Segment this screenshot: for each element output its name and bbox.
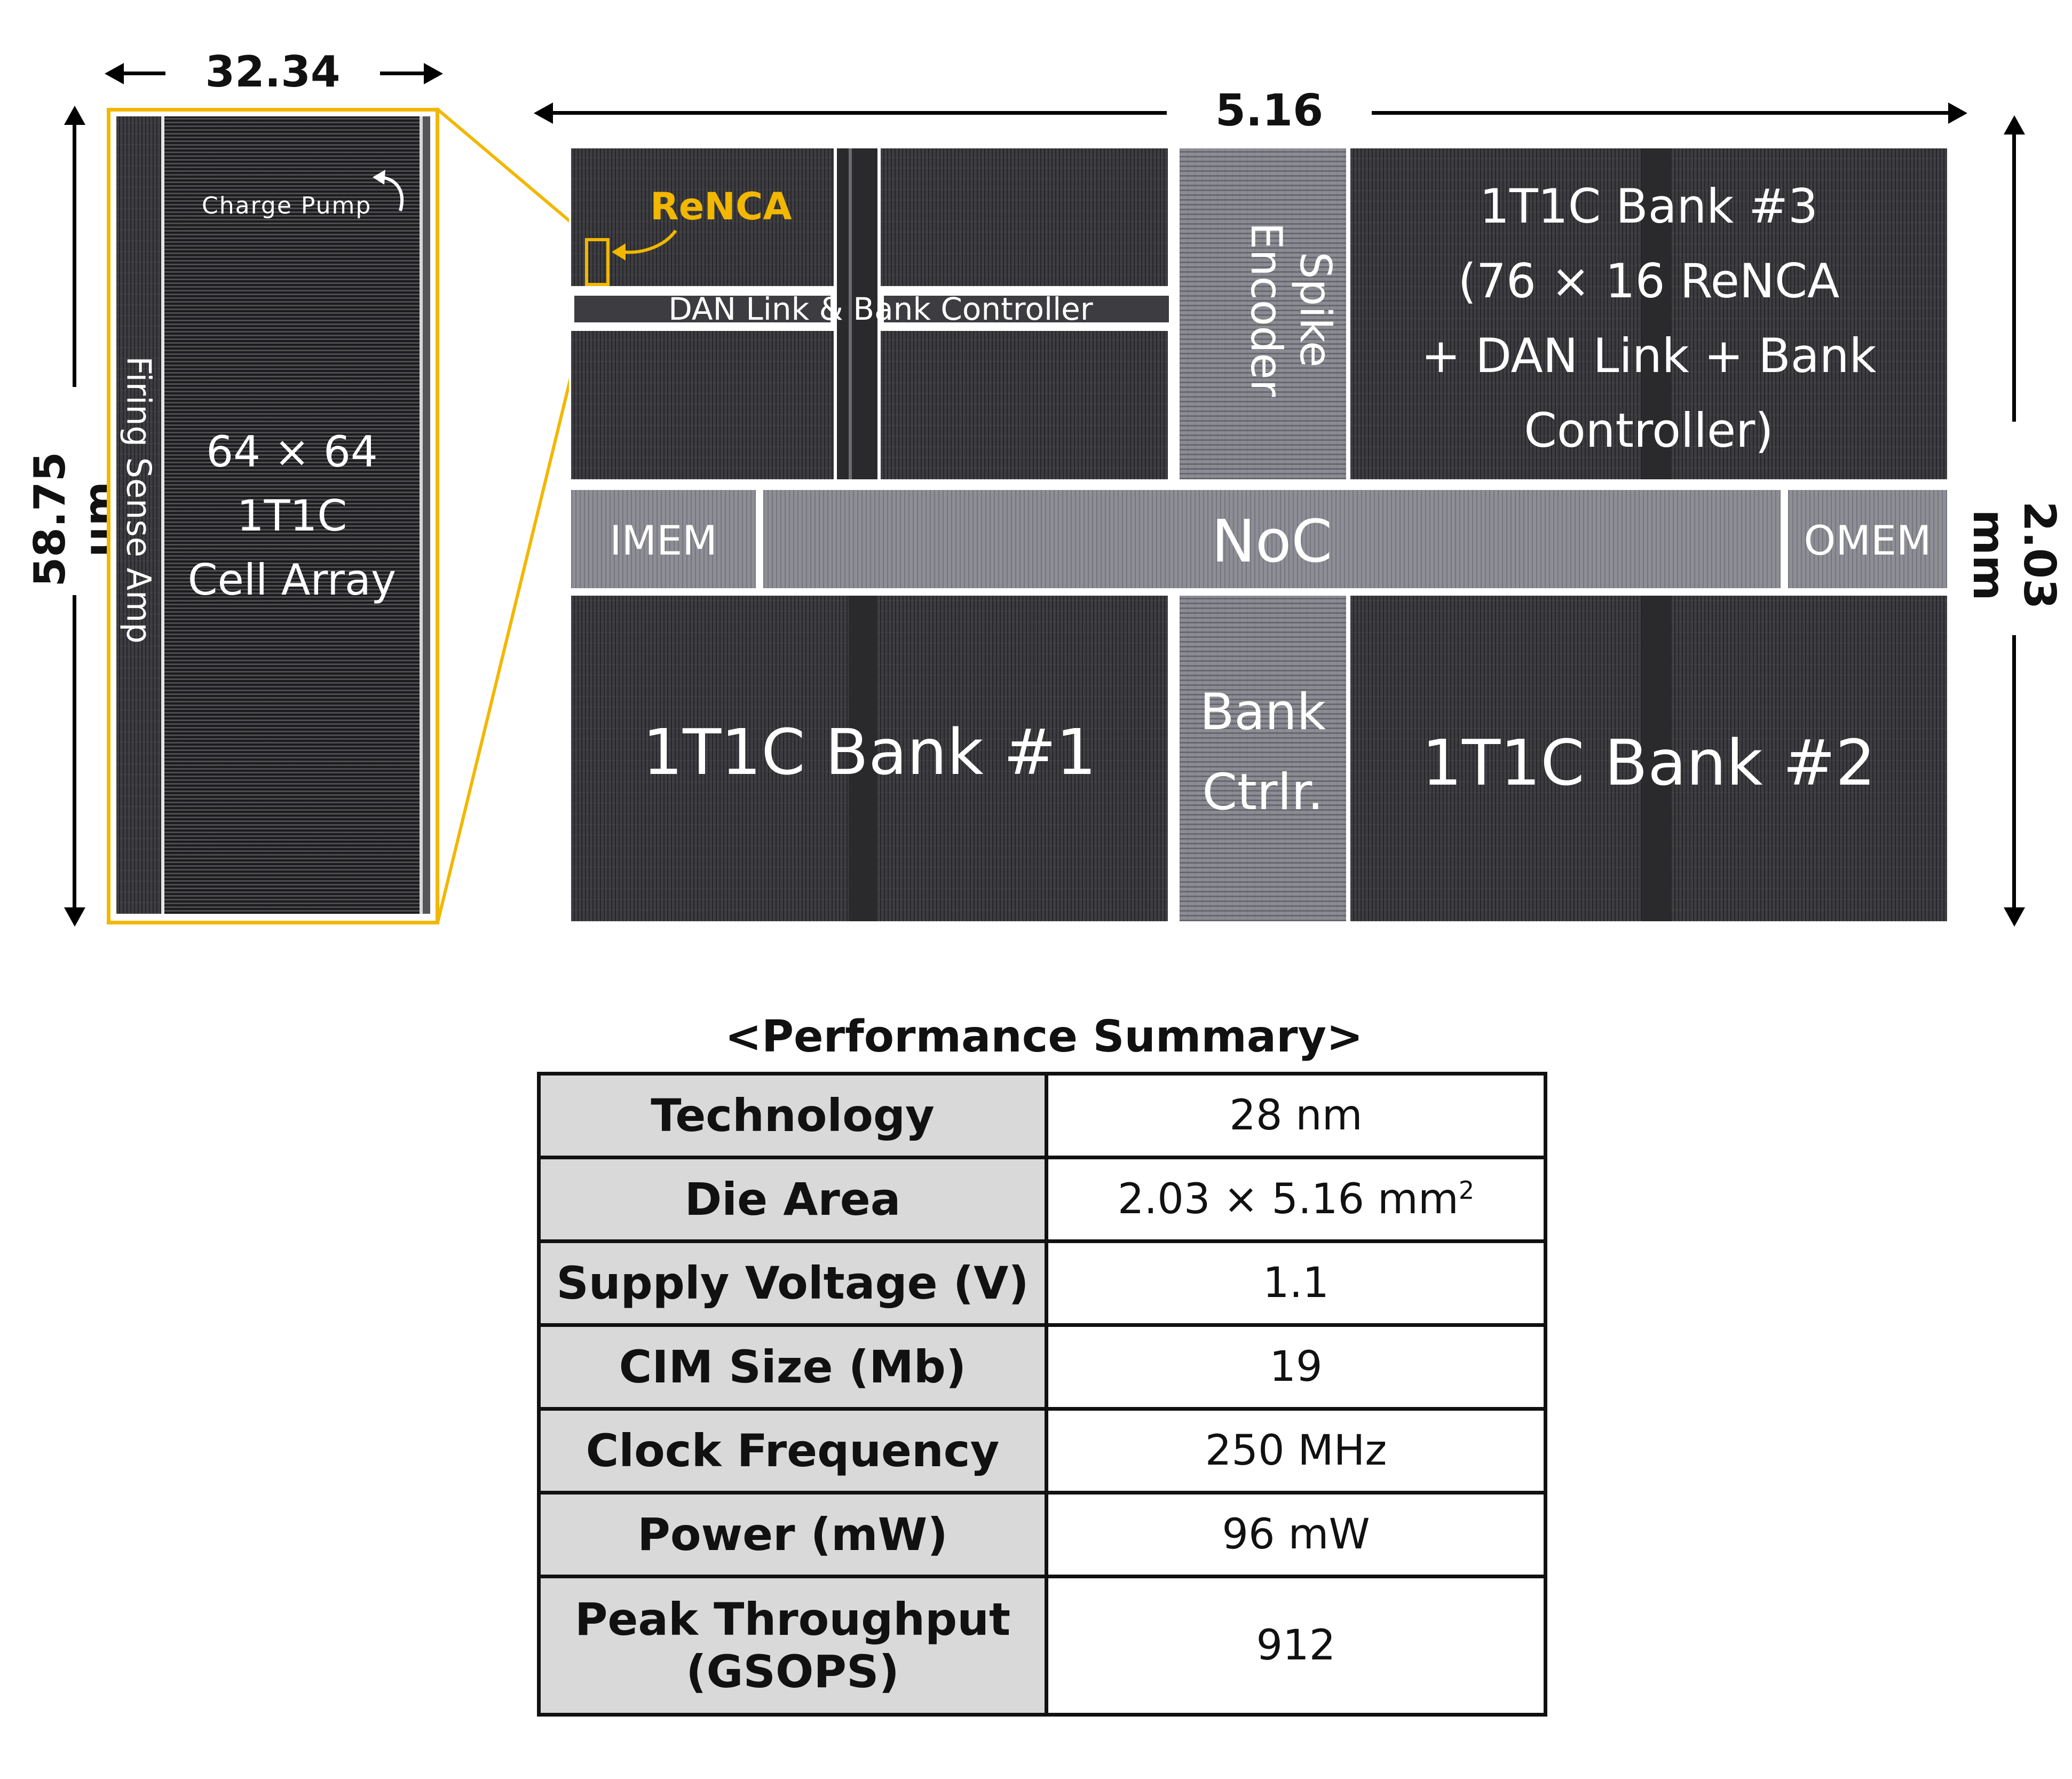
renca-arrow-icon: [612, 230, 677, 260]
bank-ctrl-line1: Bank: [1199, 683, 1326, 741]
charge-pump-label: Charge Pump: [202, 192, 372, 219]
bank3-line4: Controller): [1524, 403, 1774, 458]
dan-link-label: DAN Link & Bank Controller: [668, 291, 1093, 327]
die-width-arrow-right: [1948, 102, 1967, 124]
tl-mid-column: [837, 148, 877, 479]
row-value: 96 mW: [1045, 1491, 1547, 1578]
array-label-line1: 64 × 64: [206, 427, 378, 477]
row-value: 1.1: [1045, 1239, 1547, 1327]
omem-label: OMEM: [1804, 517, 1932, 564]
summary-title: <Performance Summary>: [725, 1011, 1363, 1062]
bank1-label: 1T1C Bank #1: [643, 715, 1096, 789]
zoom-width-line-right: [380, 72, 426, 75]
noc-block: [760, 490, 1784, 588]
table-row: Supply Voltage (V) 1.1: [537, 1239, 1547, 1327]
die-height-line-bottom: [2012, 635, 2016, 910]
zoom-width-arrow-left: [105, 63, 124, 84]
table-row: Die Area 2.03 × 5.16 mm2: [537, 1156, 1547, 1243]
array-label-line3: Cell Array: [187, 555, 397, 605]
noc-label: NoC: [1211, 507, 1333, 575]
renca-box: [585, 238, 610, 286]
array-label-line2: 1T1C: [236, 491, 347, 541]
spike-encoder-line2: Encoder: [1241, 222, 1291, 397]
dan-link-bar-right: [881, 292, 1172, 326]
cell-array: [164, 116, 420, 914]
table-row: Clock Frequency 250 MHz: [537, 1407, 1547, 1495]
zoom-height-arrow-down: [64, 907, 85, 927]
die-width-line-right: [1372, 111, 1948, 115]
table-row: Technology 28 nm: [537, 1072, 1547, 1159]
row-value: 28 nm: [1045, 1072, 1547, 1159]
table-row: CIM Size (Mb) 19: [537, 1323, 1547, 1411]
summary-table: Technology 28 nm Die Area 2.03 × 5.16 mm…: [537, 1072, 1547, 1717]
row-value: 912: [1045, 1575, 1547, 1717]
row-key: Power (mW): [537, 1491, 1048, 1578]
renca-label: ReNCA: [650, 185, 792, 228]
imem-label: IMEM: [610, 517, 717, 564]
die-height-arrow-down: [2004, 907, 2025, 927]
row-key: Clock Frequency: [537, 1407, 1048, 1495]
array-edge-dark: [423, 116, 430, 914]
die-width-line-left: [553, 111, 1167, 115]
array-edge-light: [420, 116, 423, 914]
bank2-label: 1T1C Bank #2: [1422, 726, 1876, 800]
row-value: 250 MHz: [1045, 1407, 1547, 1495]
die-width-arrow-left: [534, 102, 553, 124]
bank1-column: [849, 596, 877, 921]
bank-ctrl-block: [1180, 596, 1346, 921]
sense-amp-strip: [116, 116, 161, 914]
bank3-line2: (76 × 16 ReNCA: [1458, 254, 1840, 309]
row-key: Die Area: [537, 1156, 1048, 1243]
zoom-height-line-top: [73, 123, 76, 387]
row-key-line2: (GSOPS): [686, 1646, 899, 1698]
imem-block: [571, 490, 756, 588]
bank-ctrl-line2: Ctrlr.: [1202, 763, 1324, 821]
die-height-label: 2.03 mm: [1963, 501, 2065, 610]
omem-block: [1788, 490, 1947, 588]
tl-block-a: [571, 148, 834, 286]
row-key: Supply Voltage (V): [537, 1239, 1048, 1327]
charge-pump-arrow-icon: [373, 170, 404, 211]
tl-block-d: [881, 331, 1168, 479]
row-key: Technology: [537, 1072, 1048, 1159]
strip-divider: [161, 116, 164, 914]
tl-block-b: [571, 331, 834, 479]
table-row: Power (mW) 96 mW: [537, 1491, 1547, 1578]
zoom-height-arrow-up: [64, 106, 85, 125]
bank2-column: [1642, 596, 1671, 921]
zoom-width-line-left: [122, 72, 165, 75]
zoom-height-line-bottom: [73, 595, 76, 910]
row-value-cell: 2.03 × 5.16 mm2: [1045, 1156, 1547, 1243]
row-value: 2.03 × 5.16 mm: [1117, 1175, 1459, 1223]
tl-block-c: [881, 148, 1168, 286]
bank3-line1: 1T1C Bank #3: [1480, 179, 1818, 234]
dan-link-bar-left: [571, 292, 834, 326]
spike-encoder-text-wrap: Spike Encoder: [1180, 149, 1340, 470]
tl-mid-column-line: [849, 148, 852, 479]
spike-encoder: [1180, 148, 1346, 479]
bank3-line3: + DAN Link + Bank: [1421, 328, 1877, 383]
spike-encoder-line1: Spike: [1291, 251, 1340, 368]
table-row: Peak Throughput (GSOPS) 912: [537, 1575, 1547, 1717]
row-value: 19: [1045, 1323, 1547, 1411]
die-height-line-top: [2012, 133, 2016, 422]
die-height-arrow-up: [2004, 115, 2025, 135]
row-key: Peak Throughput: [574, 1593, 1011, 1646]
bank3-column: [1642, 148, 1671, 479]
row-value-superscript: 2: [1458, 1176, 1475, 1205]
row-key: CIM Size (Mb): [537, 1323, 1048, 1411]
zoom-width-arrow-right: [424, 63, 443, 84]
row-key-cell: Peak Throughput (GSOPS): [537, 1575, 1048, 1717]
zoom-connector: [436, 108, 595, 923]
